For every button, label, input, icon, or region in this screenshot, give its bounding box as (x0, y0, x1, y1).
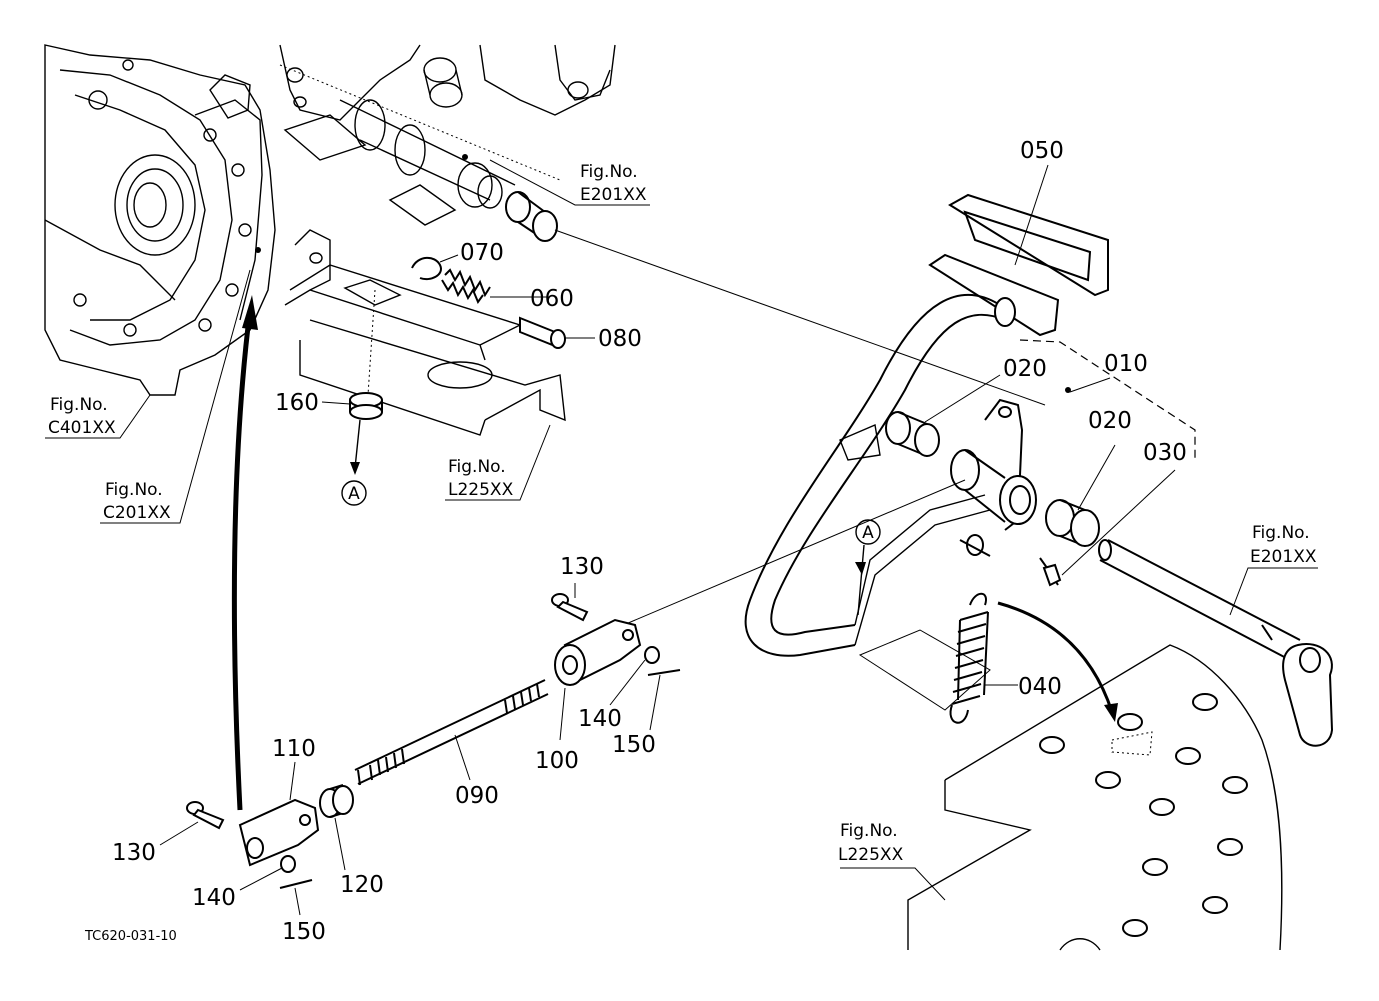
pin-080 (519, 316, 595, 349)
leader-010 (1069, 377, 1111, 393)
callout-130-top: 130 (560, 554, 604, 580)
fig-l225-mid-code: L225XX (448, 480, 514, 500)
washer-140-bottom (239, 855, 296, 891)
fig-c401-label: Fig.No. (50, 395, 108, 415)
leader-c401 (45, 394, 151, 439)
callout-150-top: 150 (612, 732, 656, 758)
callout-150-bottom: 150 (282, 919, 326, 945)
grease-nipple-030 (1039, 469, 1176, 587)
marker-a-top-label: A (348, 484, 360, 504)
callout-070: 070 (460, 240, 504, 266)
assembly-bracket-010 (1019, 339, 1196, 462)
callout-100: 100 (535, 748, 579, 774)
callout-090: 090 (455, 783, 499, 809)
fig-c201-code: C201XX (103, 503, 171, 523)
view-marker-a-top: A (341, 480, 367, 506)
callout-140-bottom: 140 (192, 885, 236, 911)
transmission-housing (44, 44, 276, 396)
callout-130-bottom: 130 (112, 840, 156, 866)
fig-l225-bottom-label: Fig.No. (840, 821, 898, 841)
fig-e201-top-label: Fig.No. (580, 162, 638, 182)
leader-e201-top (489, 159, 650, 206)
stopper-160 (321, 392, 383, 475)
fig-c401-code: C401XX (48, 418, 116, 438)
fig-l225-mid-label: Fig.No. (448, 457, 506, 477)
leader-c201 (100, 269, 251, 524)
pin-130-bottom (159, 801, 225, 846)
pedal-arm-010 (744, 293, 1071, 657)
callout-080: 080 (598, 326, 642, 352)
fig-l225-bottom-code: L225XX (838, 845, 904, 865)
step-plate (840, 644, 1283, 951)
view-marker-a-pedal: A (855, 519, 881, 616)
clevis-100 (554, 618, 642, 741)
shaft-ref-line (599, 479, 966, 636)
bushing-020-a (885, 374, 1001, 457)
cotter-150-bottom (279, 879, 313, 916)
marker-box (858, 629, 991, 711)
spring-hook-arrow (997, 601, 1114, 713)
rod-090 (354, 679, 549, 786)
clevis-110 (238, 761, 320, 867)
callout-060: 060 (530, 286, 574, 312)
callout-160: 160 (275, 390, 319, 416)
fig-e201-right-label: Fig.No. (1252, 523, 1310, 543)
callout-050: 050 (1020, 138, 1064, 164)
callout-040: 040 (1018, 674, 1062, 700)
leader-l225-mid (445, 424, 551, 501)
fig-e201-right-code: E201XX (1250, 547, 1317, 567)
callout-140-top: 140 (578, 706, 622, 732)
callout-110: 110 (272, 736, 316, 762)
callout-020-b: 020 (1088, 408, 1132, 434)
rod-link-arrow (231, 309, 253, 811)
bracket-plate (284, 229, 566, 436)
fig-c201-label: Fig.No. (105, 480, 163, 500)
spring-060 (441, 268, 548, 305)
marker-a-pedal-label: A (862, 523, 874, 543)
callout-010: 010 (1104, 351, 1148, 377)
fig-e201-top-code: E201XX (580, 185, 647, 205)
pedal-pad-050 (928, 164, 1109, 337)
callout-030: 030 (1143, 440, 1187, 466)
washer-140-top (609, 646, 660, 706)
bushing-020-b (1045, 444, 1116, 547)
engine-bracket-assembly (279, 44, 1046, 406)
drawing-code: TC620-031-10 (84, 929, 177, 944)
callout-020-a: 020 (1003, 356, 1047, 382)
spring-040 (949, 592, 1018, 724)
pedal-shaft (1098, 539, 1334, 747)
nut-120 (319, 784, 354, 871)
pin-130-top (551, 583, 589, 622)
cotter-150-top (647, 669, 681, 731)
snap-pin-070 (411, 254, 459, 281)
callout-120: 120 (340, 872, 384, 898)
